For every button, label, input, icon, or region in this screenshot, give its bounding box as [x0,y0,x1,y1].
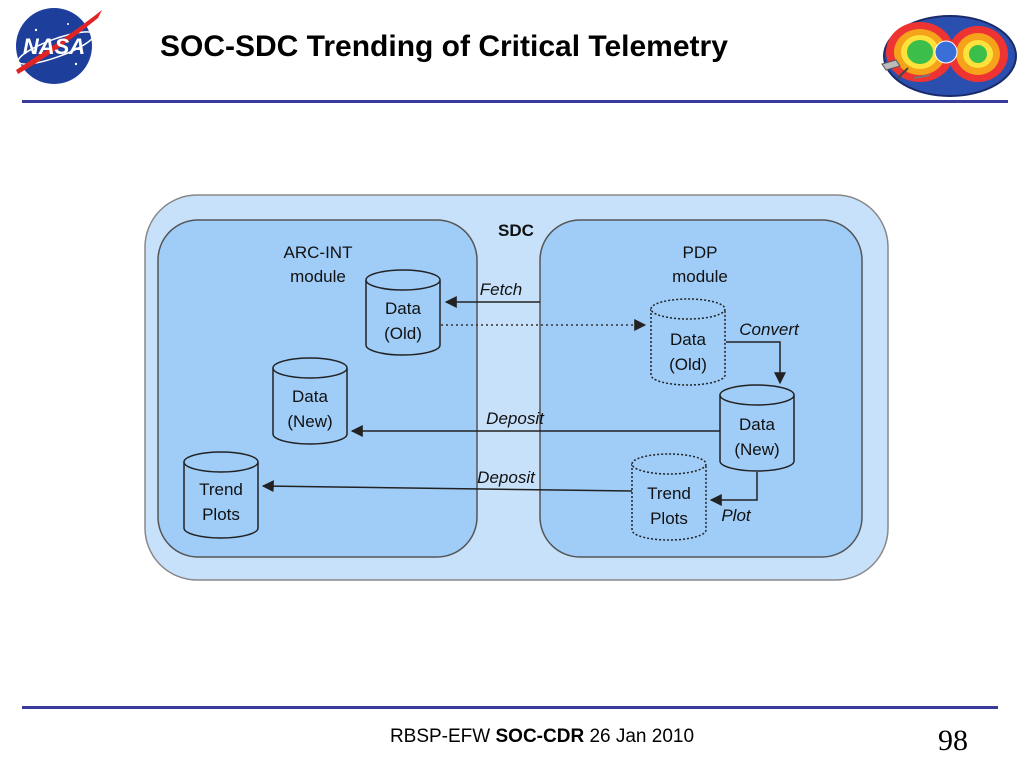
page-number: 98 [938,724,968,757]
arc-int-label: ARC-INT [284,243,353,262]
pdp-module-label: module [672,267,728,286]
left-data-old-line1: Data [385,299,421,318]
left-trend-plots-store: Trend Plots [183,451,259,539]
right-data-old-line1: Data [670,330,706,349]
nasa-logo-text: NASA [23,34,85,59]
left-data-new-store: Data (New) [272,357,348,445]
arc-int-module-label: module [290,267,346,286]
plot-label: Plot [721,506,752,525]
deposit-plots-label: Deposit [477,468,536,487]
nasa-logo: NASA [16,8,102,84]
right-data-new-line2: (New) [734,440,779,459]
footer-prefix: RBSP-EFW [389,726,491,747]
pdp-module [539,219,863,558]
right-data-new-store: Data (New) [719,384,795,472]
right-trend-plots-store: Trend Plots [631,453,707,541]
right-data-new-line1: Data [739,415,775,434]
fetch-label: Fetch [480,280,523,299]
convert-label: Convert [739,320,800,339]
footer-rule [22,706,998,709]
right-trend-line2: Plots [650,509,688,528]
left-data-new-line2: (New) [287,412,332,431]
left-data-old-store: Data (Old) [365,269,441,356]
footer-bold: SOC-CDR [495,726,585,747]
left-trend-line1: Trend [199,480,243,499]
right-data-old-line2: (Old) [669,355,707,374]
slide-title: SOC-SDC Trending of Critical Telemetry [160,30,728,63]
pdp-label: PDP [683,243,718,262]
sdc-label: SDC [498,221,534,240]
convert-arrow [726,341,786,385]
deposit-new-label: Deposit [486,409,545,428]
deposit-plots-arrow [261,480,633,493]
right-trend-line1: Trend [647,484,691,503]
left-data-new-line1: Data [292,387,328,406]
header-rule [22,100,1008,103]
left-data-old-line2: (Old) [384,324,422,343]
footer-caption: RBSP-EFW SOC-CDR 26 Jan 2010 [0,726,1024,748]
right-data-old-store: Data (Old) [650,298,726,386]
mission-logo [881,15,1017,97]
left-trend-line2: Plots [202,505,240,524]
footer-date: 26 Jan 2010 [589,726,695,747]
plot-arrow [709,472,758,506]
